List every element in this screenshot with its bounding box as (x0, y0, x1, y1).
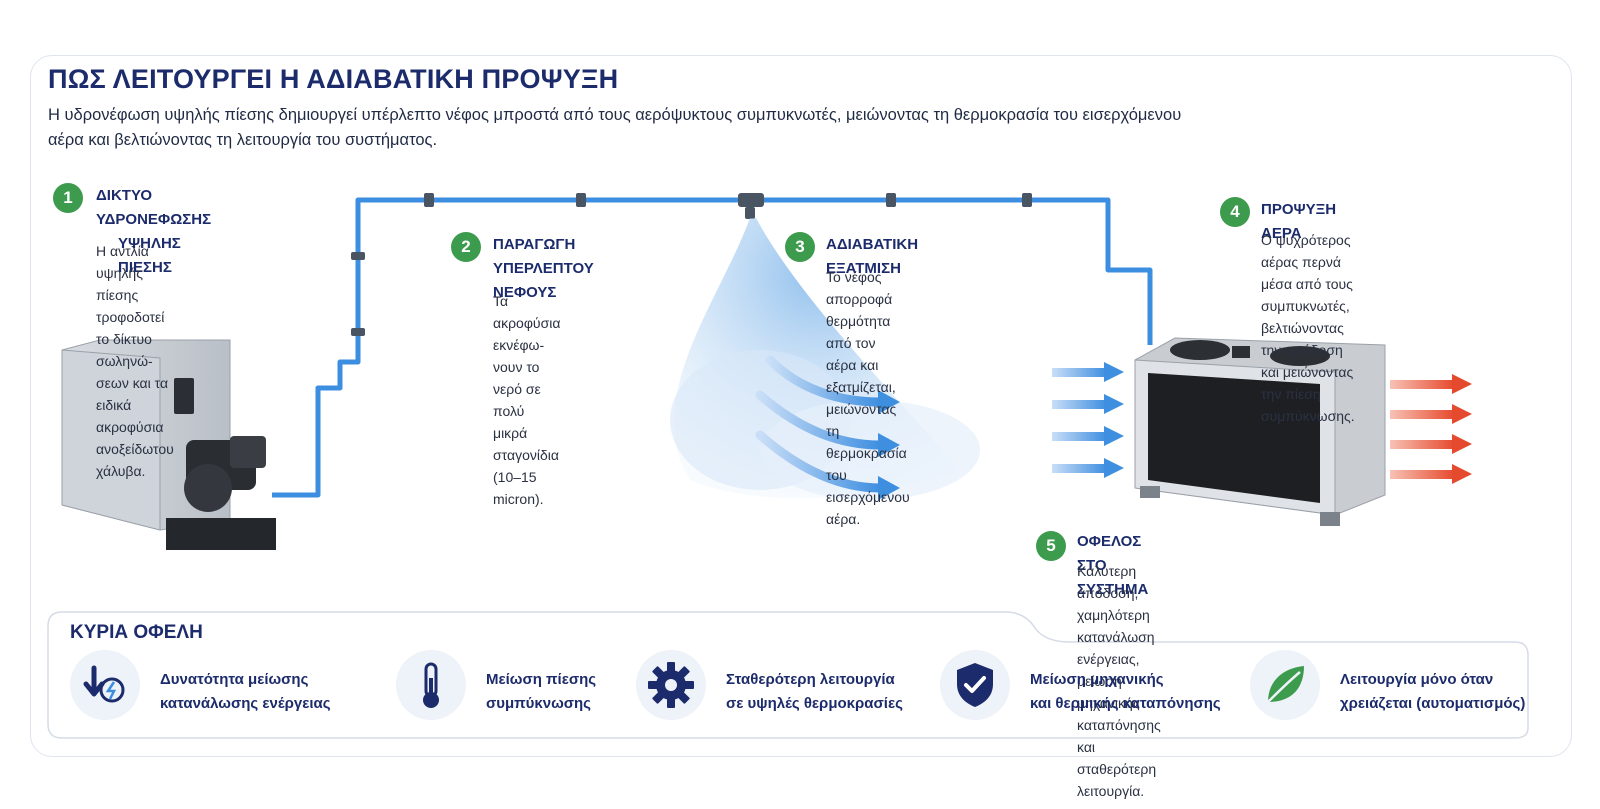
cool-air-arrows (755, 355, 885, 493)
page-subtitle: Η υδρονέφωση υψηλής πίεσης δημιουργεί υπ… (48, 103, 1428, 153)
step-4-text-line: βελτιώνοντας την απόδοση (1261, 320, 1344, 358)
benefit-label: Μείωση μηχανικής και θερμικής καταπόνηση… (1030, 668, 1221, 716)
benefit-label-line-2: και θερμικής καταπόνησης (1030, 695, 1221, 712)
cool-air-arrowheads (878, 390, 900, 500)
benefits-heading: ΚΥΡΙΑ ΟΦΕΛΗ (70, 622, 203, 643)
benefit-label: Δυνατότητα μείωσης κατανάλωσης ενέργειας (160, 668, 331, 716)
step-2-number-badge: 2 (451, 232, 481, 262)
step-5-number-badge: 5 (1036, 531, 1066, 561)
benefit-label-line-2: χρειάζεται (αυτοματισμός) (1340, 695, 1526, 712)
step-4-number-badge: 4 (1220, 197, 1250, 227)
thermometer-icon (396, 650, 466, 720)
step-3-text-line: μειώνοντας τη θερμοκρασία (826, 401, 907, 461)
energy-down-icon (70, 650, 140, 720)
step-2-description: Τα ακροφύσια εκνέφω- νουν το νερό σε πολ… (493, 290, 560, 510)
step-2-text-line: (10–15 micron). (493, 469, 544, 507)
step-2-title-line-1: ΠΑΡΑΓΩΓΗ (493, 236, 576, 253)
benefit-label: Μείωση πίεσης συμπύκνωσης (486, 668, 596, 716)
step-1-number-badge: 1 (53, 183, 83, 213)
step-4-text-line: μέσα από τους συμπυκνωτές, (1261, 276, 1353, 314)
step-1-title: ΔΙΚΤΥΟ ΥΔΡΟΝΕΦΩΣΗΣ ΥΨΗΛΗΣ ΠΙΕΣΗΣ (96, 184, 211, 280)
step-3-text-line: από τον αέρα και εξατμίζεται, (826, 335, 896, 395)
step-4-description: Ο ψυχρότερος αέρας περνά μέσα από τους σ… (1261, 229, 1355, 427)
condenser-unit (1134, 337, 1386, 526)
benefit-label-line-1: Μείωση μηχανικής (1030, 671, 1164, 688)
subtitle-line-1: Η υδρονέφωση υψηλής πίεσης δημιουργεί υπ… (48, 106, 1182, 124)
step-1-text-line: Η αντλία υψηλής πίεσης (96, 243, 149, 303)
step-2-title-line-2: ΥΠΕΡΛΕΠΤΟΥ ΝΕΦΟΥΣ (493, 260, 594, 301)
benefit-label-line-2: συμπύκνωσης (486, 695, 591, 712)
step-3-number-badge: 3 (785, 232, 815, 262)
step-1-text-line: σεων και τα ειδικά ακροφύσια (96, 375, 169, 435)
step-1-text-line: τροφοδοτεί το δίκτυο σωληνώ- (96, 309, 165, 369)
step-5-description: Καλύτερη απόδοση, χαμηλότερη κατανάλωση … (1077, 560, 1161, 802)
benefit-label-line-2: κατανάλωσης ενέργειας (160, 695, 331, 712)
step-4-text-line: συμπύκνωσης. (1261, 408, 1355, 424)
step-2-title: ΠΑΡΑΓΩΓΗ ΥΠΕΡΛΕΠΤΟΥ ΝΕΦΟΥΣ (493, 233, 594, 305)
gear-icon (636, 650, 706, 720)
step-5-text-line: μείωση μηχανικής καταπόνησης και σταθερό… (1077, 673, 1161, 777)
step-4-title: ΠΡΟΨΥΞΗ ΑΕΡΑ (1261, 201, 1337, 242)
step-3-text-line: του εισερχόμενου αέρα. (826, 467, 910, 527)
step-3-description: Το νέφος απορροφά θερμότητα από τον αέρα… (826, 266, 910, 530)
page-title: ΠΩΣ ΛΕΙΤΟΥΡΓΕΙ Η ΑΔΙΑΒΑΤΙΚΗ ΠΡΟΨΥΞΗ (48, 64, 619, 94)
benefit-label: Σταθερότερη λειτουργία σε υψηλές θερμοκρ… (726, 668, 903, 716)
subtitle-line-2: αέρα και βελτιώνοντας τη λειτουργία του … (48, 131, 438, 149)
step-1-title-line-2: ΥΨΗΛΗΣ ΠΙΕΣΗΣ (118, 235, 181, 276)
benefit-label: Λειτουργία μόνο όταν χρειάζεται (αυτοματ… (1340, 668, 1525, 716)
step-1-text-line: ανοξείδωτου χάλυβα. (96, 441, 174, 479)
step-3-title: ΑΔΙΑΒΑΤΙΚΗ ΕΞΑΤΜΙΣΗ (826, 236, 919, 277)
step-3-text-line: Το νέφος απορροφά θερμότητα (826, 269, 893, 329)
intake-arrows (1052, 362, 1124, 478)
step-1-title-line-1: ΔΙΚΤΥΟ ΥΔΡΟΝΕΦΩΣΗΣ (96, 187, 212, 228)
pipe-fittings (351, 193, 1032, 336)
exhaust-arrows (1390, 374, 1472, 484)
step-5-text-line: Καλύτερη απόδοση, χαμηλότερη κατανάλωση … (1077, 563, 1155, 667)
pump-unit (61, 339, 276, 550)
mist-cloud (670, 218, 980, 500)
step-4-text-line: και μειώνοντας την πίεση (1261, 364, 1354, 402)
step-5-text-line: λειτουργία. (1077, 783, 1145, 799)
pipe-network (272, 197, 1153, 498)
step-2-text-line: μικρά σταγονίδια (493, 425, 559, 463)
step-1-description: Η αντλία υψηλής πίεσης τροφοδοτεί το δίκ… (96, 240, 174, 482)
step-2-text-line: νουν το νερό σε πολύ (493, 359, 541, 419)
benefit-label-line-1: Μείωση πίεσης (486, 671, 597, 688)
shield-check-icon (940, 650, 1010, 720)
benefit-label-line-1: Δυνατότητα μείωσης (160, 671, 309, 688)
benefit-label-line-1: Λειτουργία μόνο όταν (1340, 671, 1494, 688)
step-5-title: ΟΦΕΛΟΣ ΣΤΟ ΣΥΣΤΗΜΑ (1077, 533, 1149, 598)
step-4-text-line: Ο ψυχρότερος αέρας περνά (1261, 232, 1351, 270)
benefit-label-line-1: Σταθερότερη λειτουργία (726, 671, 895, 688)
step-2-text-line: Τα ακροφύσια εκνέφω- (493, 293, 561, 353)
leaf-icon (1250, 650, 1320, 720)
benefit-label-line-2: σε υψηλές θερμοκρασίες (726, 695, 903, 712)
